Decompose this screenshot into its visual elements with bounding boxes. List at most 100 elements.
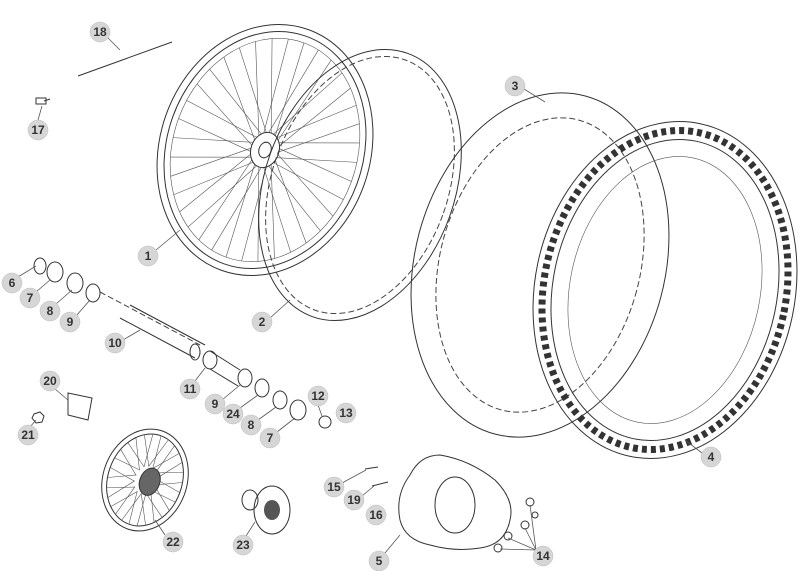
callout-8: 8 (39, 300, 61, 322)
spoke-line (152, 435, 162, 469)
callout-12: 12 (307, 385, 329, 407)
spoke-line (173, 137, 254, 143)
spoke-line (263, 167, 291, 253)
svg-text:24: 24 (226, 407, 240, 421)
pin-part (364, 466, 379, 470)
axle-bearings-parts (33, 257, 332, 429)
spoke-line (143, 434, 154, 468)
svg-text:2: 2 (259, 315, 266, 329)
spoke-line (135, 437, 140, 471)
svg-text:6: 6 (9, 276, 16, 290)
spoke-line (273, 162, 344, 200)
svg-text:15: 15 (327, 480, 341, 494)
svg-text:1: 1 (145, 249, 152, 263)
spoke-line (148, 439, 169, 467)
callout-19: 19 (343, 489, 365, 511)
callout-13: 13 (335, 402, 357, 424)
tire-part (532, 121, 798, 459)
callout-7-b: 7 (259, 427, 281, 449)
spoke-line (279, 142, 360, 144)
spoke-line (276, 157, 357, 163)
svg-text:7: 7 (267, 431, 274, 445)
spoke-line (187, 165, 257, 228)
spoke-line (127, 442, 145, 468)
spoke-line (198, 159, 253, 241)
spoke-line (110, 467, 135, 482)
wheel-assembly-part (101, 428, 189, 532)
spoke-line (196, 83, 253, 146)
spoke-line (107, 480, 135, 498)
spoke-line (239, 47, 267, 133)
callout-17: 17 (27, 119, 49, 141)
spoke-line (275, 42, 305, 136)
svg-text:8: 8 (47, 304, 54, 318)
svg-text:7: 7 (27, 291, 34, 305)
callout-11: 11 (179, 378, 201, 400)
spoke-line (140, 493, 146, 526)
callout-24: 24 (222, 403, 244, 425)
spoke-line (120, 449, 137, 476)
svg-text:19: 19 (347, 493, 361, 507)
svg-text:16: 16 (369, 508, 383, 522)
callout-16: 16 (365, 504, 387, 526)
callout-10: 10 (104, 332, 126, 354)
spoke-line (268, 49, 319, 133)
leader-lines (17, 37, 703, 554)
spoke-nipple-part (35, 97, 51, 105)
spoke-line (121, 493, 142, 521)
svg-text:23: 23 (236, 538, 250, 552)
svg-text:20: 20 (43, 374, 57, 388)
spoke-line (179, 154, 251, 213)
svg-text:14: 14 (536, 549, 550, 563)
spoke-line (170, 147, 252, 177)
spoke-line (270, 164, 275, 259)
spoke-line (225, 164, 255, 258)
hub-part (241, 485, 291, 535)
callout-20: 20 (39, 370, 61, 392)
svg-text:12: 12 (311, 389, 325, 403)
callout-23: 23 (232, 534, 254, 556)
wheel-rim-part (156, 23, 374, 277)
spoke-line (268, 165, 321, 231)
callout-14: 14 (532, 545, 554, 567)
callout-22: 22 (162, 531, 184, 553)
spoke-line (136, 492, 147, 526)
svg-text:3: 3 (512, 79, 519, 93)
spoke-line (211, 167, 262, 251)
svg-text:4: 4 (708, 450, 715, 464)
svg-text:8: 8 (248, 418, 255, 432)
inner-tube-part (410, 92, 670, 438)
callout-15: 15 (323, 476, 345, 498)
svg-text:10: 10 (108, 336, 122, 350)
spoke-line (279, 87, 351, 146)
spoke-line (144, 434, 150, 467)
spoke-line (270, 38, 273, 134)
spoke-line (150, 489, 155, 523)
svg-text:13: 13 (339, 406, 353, 420)
spoke-line (107, 474, 137, 478)
spoke-line (279, 148, 352, 182)
spoke-line (145, 492, 163, 518)
svg-text:21: 21 (21, 428, 35, 442)
brake-disc-part (398, 454, 512, 550)
spoke-line (170, 156, 251, 158)
spoke-line (110, 491, 138, 507)
spoke-line (277, 154, 334, 217)
spoke-line (274, 160, 307, 244)
spoke-line (173, 161, 254, 196)
spoke-line (273, 72, 343, 135)
svg-text:18: 18 (93, 25, 107, 39)
spoke-line (128, 491, 138, 525)
callout-9: 9 (59, 311, 81, 333)
callout-3: 3 (504, 75, 526, 97)
spoke-line (255, 41, 260, 136)
spoke-line (223, 56, 256, 140)
svg-text:9: 9 (67, 315, 74, 329)
washer-part (371, 481, 389, 487)
nut-part (31, 411, 45, 424)
callout-8-b: 8 (240, 414, 262, 436)
callout-7: 7 (19, 287, 41, 309)
spoke-line (154, 445, 175, 474)
